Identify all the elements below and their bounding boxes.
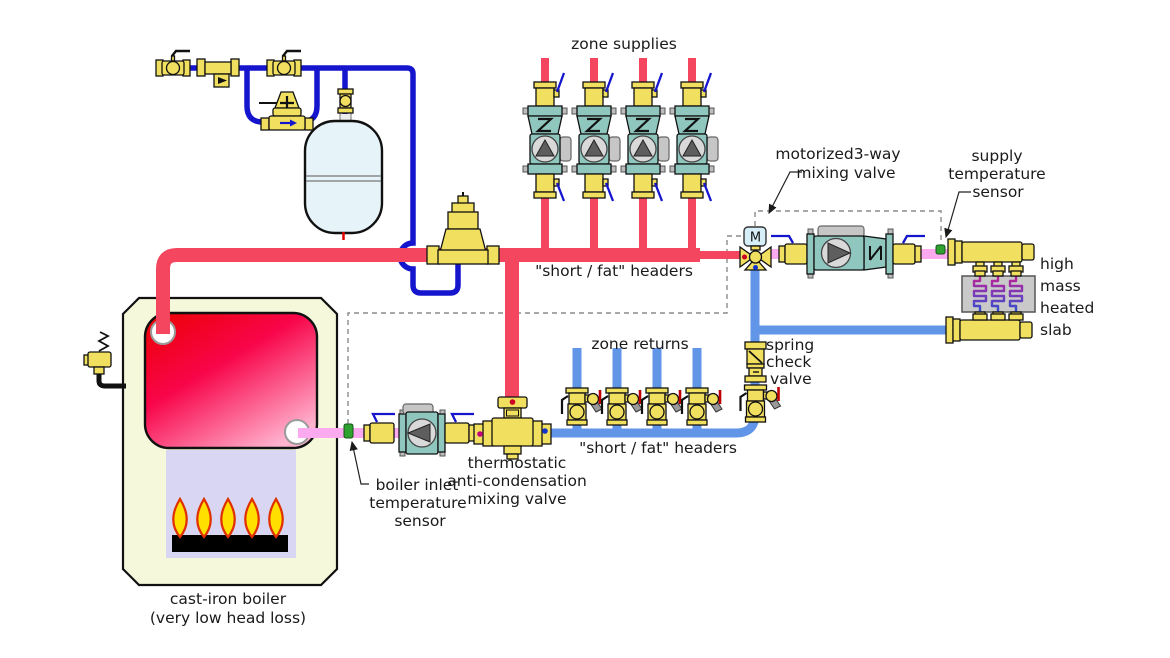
label-return-headers: "short / fat" headers bbox=[579, 439, 737, 457]
label-spring-check-2: check bbox=[766, 353, 811, 371]
label-inlet-sensor-2: temperature bbox=[369, 494, 466, 512]
label-supply-sensor-2: temperature bbox=[948, 165, 1045, 183]
label-leaders bbox=[349, 171, 971, 485]
leader-supply-sensor bbox=[944, 191, 971, 239]
motorized-mixing-valve: M bbox=[739, 226, 772, 271]
supply-manifold bbox=[947, 238, 1035, 277]
pressure-relief-valve bbox=[83, 331, 126, 389]
zone-supply-circulator-1 bbox=[521, 71, 573, 203]
zone-return-purge-valve-4 bbox=[680, 386, 724, 427]
wire-supply-sensor bbox=[754, 210, 942, 245]
backflow-preventer bbox=[196, 58, 240, 88]
zone-supply-circulator-2 bbox=[570, 71, 622, 203]
label-slab-3: heated bbox=[1040, 299, 1094, 317]
actuator-m-label: M bbox=[750, 231, 761, 246]
cast-iron-boiler bbox=[83, 296, 339, 587]
label-spring-check-1: spring bbox=[766, 336, 814, 354]
label-supply-sensor-3: sensor bbox=[972, 183, 1024, 201]
leader-boiler-inlet-sensor bbox=[349, 440, 369, 485]
pressure-reducing-fill-valve bbox=[259, 91, 314, 131]
label-inlet-sensor-1: boiler inlet bbox=[376, 476, 459, 494]
label-motorized-2: mixing valve bbox=[796, 164, 895, 182]
zone-return-purge-valve-2 bbox=[600, 386, 644, 427]
supply-temperature-sensor bbox=[935, 244, 946, 255]
slab-circulator bbox=[771, 225, 925, 279]
label-spring-check-3: valve bbox=[770, 370, 812, 388]
fill-ball-valve-1 bbox=[154, 49, 192, 78]
label-inlet-sensor-3: sensor bbox=[394, 512, 446, 530]
tank-isolation-valve bbox=[337, 88, 354, 114]
label-supply-sensor-1: supply bbox=[971, 147, 1022, 165]
label-thermostatic-3: mixing valve bbox=[467, 490, 566, 508]
thermostatic-mixing-valve bbox=[473, 396, 552, 460]
label-zone-supplies: zone supplies bbox=[571, 35, 677, 53]
zone-supply-circulator-4 bbox=[668, 71, 720, 203]
fill-ball-valve-2 bbox=[265, 49, 303, 78]
boiler-inlet-temperature-sensor bbox=[343, 423, 354, 439]
spring-check-valve bbox=[744, 341, 767, 383]
zone-return-purge-valve-3 bbox=[640, 386, 684, 427]
label-supply-headers: "short / fat" headers bbox=[535, 262, 693, 280]
boiler-heat-exchanger bbox=[143, 311, 319, 450]
boiler-inlet-circulator bbox=[363, 403, 476, 457]
riser-purge-valve bbox=[739, 383, 782, 424]
burner-bar bbox=[172, 535, 288, 552]
diagram-labels: zone supplies "short / fat" headers zone… bbox=[150, 35, 1094, 627]
label-slab-2: mass bbox=[1040, 277, 1081, 295]
leader-motorized-valve bbox=[768, 171, 802, 215]
zone-return-purge-valve-1 bbox=[560, 386, 604, 427]
expansion-tank bbox=[303, 110, 384, 240]
air-separator bbox=[426, 192, 500, 265]
return-manifold bbox=[945, 311, 1033, 344]
supply-manifold-takeoffs bbox=[972, 261, 1024, 277]
label-slab-4: slab bbox=[1040, 321, 1072, 339]
label-boiler-2: (very low head loss) bbox=[150, 609, 306, 627]
control-wiring bbox=[347, 210, 942, 424]
label-motorized-1: motorized3-way bbox=[775, 145, 900, 163]
return-manifold-takeoffs bbox=[972, 311, 1024, 321]
wire-boiler-inlet-sensor bbox=[347, 235, 744, 424]
zone-supply-circulator-3 bbox=[619, 71, 671, 203]
label-slab-1: high bbox=[1040, 255, 1074, 273]
label-thermostatic-1: thermostatic bbox=[468, 454, 567, 472]
label-zone-returns: zone returns bbox=[591, 335, 688, 353]
label-boiler-1: cast-iron boiler bbox=[170, 590, 287, 608]
slab-tubing-coils bbox=[972, 266, 1024, 318]
label-thermostatic-2: anti-condensation bbox=[447, 472, 587, 490]
